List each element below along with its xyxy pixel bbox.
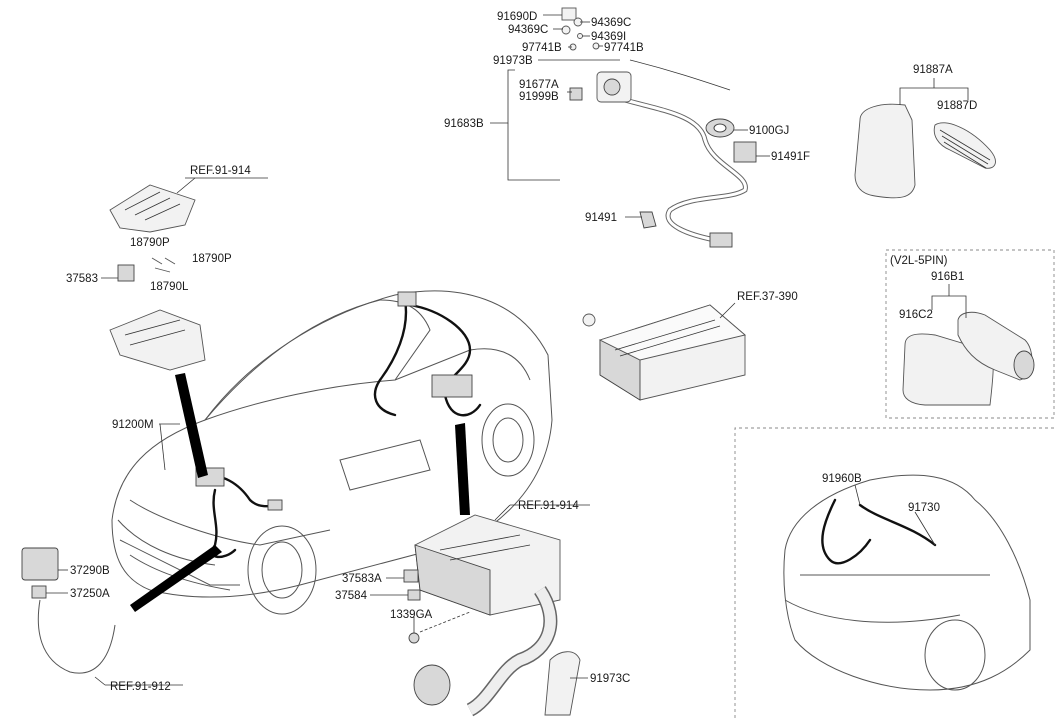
small-connector-parts: [561, 7, 757, 229]
label-91887A: 91887A: [913, 64, 953, 76]
pointer-arrow-right: [455, 423, 470, 515]
label-1339GA: 1339GA: [390, 609, 433, 621]
pointer-arrow-top: [175, 373, 208, 478]
label-37290B: 37290B: [70, 565, 110, 577]
label-18790P-left: 18790P: [130, 237, 170, 249]
cover-91887A: [854, 78, 996, 199]
car-body-drawing: [111, 290, 553, 615]
label-v2l-5pin: (V2L-5PIN): [890, 255, 948, 267]
label-91960B: 91960B: [822, 473, 862, 485]
label-37583: 37583: [66, 273, 98, 285]
rear-view-box: [734, 427, 1055, 718]
label-91677A: 91677A: [519, 79, 559, 91]
center-bottom-parts: [159, 423, 590, 717]
v2l-box: [885, 249, 1055, 419]
label-ref-91-914-top: REF.91-914: [190, 165, 251, 177]
label-94369C-left: 94369C: [508, 24, 548, 36]
label-91999B: 91999B: [519, 91, 559, 103]
label-ref-37-390: REF.37-390: [737, 291, 798, 303]
label-ref-91-914-bottom: REF.91-914: [518, 500, 579, 512]
label-94369C-right: 94369C: [591, 17, 631, 29]
label-97741B-left: 97741B: [522, 42, 562, 54]
label-91973B: 91973B: [493, 55, 533, 67]
label-91491: 91491: [585, 212, 617, 224]
label-91683B: 91683B: [444, 118, 484, 130]
label-37583A: 37583A: [342, 573, 382, 585]
label-916B1: 916B1: [931, 271, 964, 283]
label-18790P-right: 18790P: [192, 253, 232, 265]
label-916C2: 916C2: [899, 309, 933, 321]
label-91730: 91730: [908, 502, 940, 514]
v2l-parts: [902, 284, 1035, 406]
charging-harness-91683B: [523, 59, 748, 327]
part-labels: 91690D 94369C 94369C 94369I 97741B 97741…: [66, 11, 977, 693]
label-91887D: 91887D: [937, 100, 977, 112]
rear-car-drawing: [783, 474, 1031, 691]
top-leaders: [490, 14, 770, 319]
label-9100GJ: 9100GJ: [749, 125, 789, 137]
label-ref-91-912: REF.91-912: [110, 681, 171, 693]
label-18790L: 18790L: [150, 281, 189, 293]
label-37250A: 37250A: [70, 588, 110, 600]
junction-box-ref37390: [598, 304, 746, 401]
pointer-arrow-bottom: [130, 545, 222, 612]
label-94369I: 94369I: [591, 31, 626, 43]
label-97741B-right: 97741B: [604, 42, 644, 54]
label-91690D: 91690D: [497, 11, 537, 23]
lower-left-parts: [21, 547, 183, 686]
upper-left-parts: [101, 177, 268, 425]
roof-harness: [373, 291, 482, 417]
label-91200M: 91200M: [112, 419, 154, 431]
label-91491F: 91491F: [771, 151, 810, 163]
label-91973C: 91973C: [590, 673, 630, 685]
front-harness-91200M: [195, 467, 283, 559]
label-37584: 37584: [335, 590, 368, 602]
